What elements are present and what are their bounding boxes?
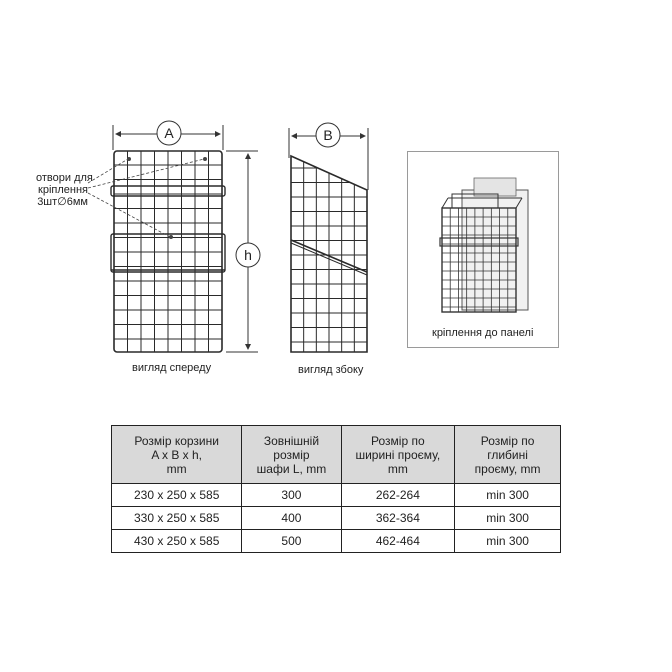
side-view-caption: вигляд збоку — [298, 364, 364, 376]
holes-note-line-2: кріплення — [38, 184, 88, 196]
cell-basket-size: 330 x 250 x 585 — [110, 506, 243, 530]
mounting-panel — [461, 189, 529, 311]
specs-table: Розмір корзини A x B x h, mm Зовнішній р… — [110, 425, 561, 553]
cell-cabinet-size: 300 — [241, 483, 342, 507]
table-header-row: Розмір корзини A x B x h, mm Зовнішній р… — [110, 425, 561, 484]
header-opening-depth: Розмір по глибині проєму, mm — [454, 425, 561, 484]
dimension-h — [226, 150, 261, 353]
header-line: Розмір корзини — [134, 433, 219, 448]
drawing-canvas: A h B — [87, 120, 529, 353]
cell-cabinet-size: 400 — [241, 506, 342, 530]
header-line: A x B x h, — [151, 447, 203, 462]
technical-drawing: A h B — [36, 120, 559, 376]
table-row: 430 x 250 x 585 500 462-464 min 300 — [110, 529, 561, 553]
header-line: глибині — [487, 447, 528, 462]
cell-cabinet-size: 500 — [241, 529, 342, 553]
holes-leader-lines — [87, 157, 207, 239]
cell-opening-width: 262-264 — [340, 483, 456, 507]
header-line: mm — [387, 461, 408, 476]
header-cabinet-size: Зовнішній розмір шафи L, mm — [241, 425, 342, 484]
dimension-h-label: h — [244, 247, 252, 263]
header-line: Розмір по — [371, 433, 425, 448]
holes-note: отвори для кріплення 3шт∅6мм — [36, 172, 93, 208]
table-row: 230 x 250 x 585 300 262-264 min 300 — [110, 483, 561, 507]
header-line: Зовнішній — [263, 433, 320, 448]
header-line: ширині проєму, — [355, 447, 441, 462]
cell-opening-depth: min 300 — [454, 483, 561, 507]
cell-opening-depth: min 300 — [454, 529, 561, 553]
header-line: розмір — [273, 447, 310, 462]
cell-basket-size: 230 x 250 x 585 — [110, 483, 243, 507]
dimension-b-label: B — [323, 127, 332, 143]
holes-note-line-3: 3шт∅6мм — [37, 196, 88, 208]
holes-note-line-1: отвори для — [36, 172, 93, 184]
front-view-basket — [110, 150, 226, 353]
header-opening-width: Розмір по ширині проєму, mm — [340, 425, 456, 484]
dimension-b — [288, 122, 369, 190]
cell-opening-width: 462-464 — [340, 529, 456, 553]
front-view-caption: вигляд спереду — [132, 362, 212, 374]
photo-caption: кріплення до панелі — [432, 327, 534, 339]
dimension-a — [112, 120, 224, 150]
cell-opening-depth: min 300 — [454, 506, 561, 530]
basket-on-panel-image — [439, 177, 529, 313]
table-row: 330 x 250 x 585 400 362-364 min 300 — [110, 506, 561, 530]
header-line: шафи L, mm — [256, 461, 327, 476]
header-line: проєму, mm — [474, 461, 541, 476]
header-line: mm — [166, 461, 187, 476]
cell-opening-width: 362-364 — [340, 506, 456, 530]
header-basket-size: Розмір корзини A x B x h, mm — [110, 425, 243, 484]
cell-basket-size: 430 x 250 x 585 — [110, 529, 243, 553]
dimension-a-label: A — [164, 125, 174, 141]
side-view-basket — [290, 154, 368, 353]
header-line: Розмір по — [480, 433, 535, 448]
